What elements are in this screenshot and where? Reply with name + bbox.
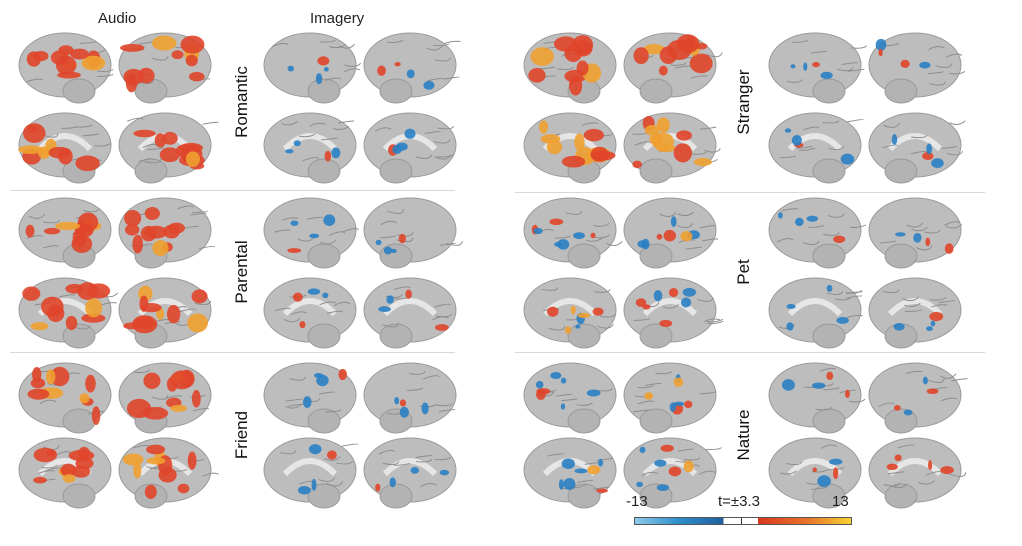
medial-brain-view xyxy=(363,277,457,349)
row-divider xyxy=(10,352,455,353)
lateral-brain-view xyxy=(523,32,617,104)
medial-brain-view xyxy=(118,112,219,184)
row-divider xyxy=(515,352,985,353)
lateral-brain-view xyxy=(363,362,457,434)
medial-brain-view xyxy=(263,277,357,349)
lateral-brain-view xyxy=(868,197,963,269)
lateral-brain-view xyxy=(768,32,868,104)
lateral-brain-view xyxy=(768,197,866,269)
medial-brain-view xyxy=(363,112,457,184)
lateral-brain-view xyxy=(263,197,359,269)
row-divider xyxy=(515,192,985,193)
medial-brain-view xyxy=(363,437,457,509)
lateral-brain-view xyxy=(118,362,212,434)
medial-brain-view xyxy=(623,277,724,349)
lateral-brain-view xyxy=(623,197,719,269)
lateral-brain-view xyxy=(118,32,212,104)
lateral-brain-view xyxy=(523,362,617,434)
medial-brain-view xyxy=(623,437,722,509)
medial-brain-view xyxy=(523,437,617,509)
lateral-brain-view xyxy=(18,197,112,269)
medial-brain-view xyxy=(868,277,962,349)
lateral-brain-view xyxy=(523,197,623,269)
header-audio: Audio xyxy=(98,10,137,27)
colorbar-max: 13 xyxy=(832,493,849,510)
medial-brain-view xyxy=(118,277,212,349)
lateral-brain-view xyxy=(868,32,966,104)
medial-brain-view xyxy=(263,112,357,184)
medial-brain-view xyxy=(623,112,721,184)
lateral-brain-view xyxy=(118,197,216,269)
medial-brain-view xyxy=(768,437,862,509)
lateral-brain-view xyxy=(363,197,463,269)
lateral-brain-view xyxy=(868,362,968,434)
medial-brain-view xyxy=(868,112,966,184)
colorbar-threshold: t=±3.3 xyxy=(718,493,761,510)
medial-brain-view xyxy=(18,112,112,184)
lateral-brain-view xyxy=(18,362,112,434)
header-imagery: Imagery xyxy=(310,10,365,27)
medial-brain-view xyxy=(263,437,359,509)
colorbar-min: -13 xyxy=(626,493,648,510)
lateral-brain-view xyxy=(263,362,357,434)
lateral-brain-view xyxy=(18,32,114,104)
row-divider xyxy=(10,190,455,191)
medial-brain-view xyxy=(768,112,864,184)
medial-brain-view xyxy=(523,112,617,184)
medial-brain-view xyxy=(768,277,863,349)
lateral-brain-view xyxy=(363,32,461,104)
medial-brain-view xyxy=(18,437,112,509)
lateral-brain-view xyxy=(623,362,717,434)
medial-brain-view xyxy=(523,277,617,349)
lateral-brain-view xyxy=(263,32,362,104)
medial-brain-view xyxy=(868,437,967,509)
lateral-brain-view xyxy=(768,362,866,434)
lateral-brain-view xyxy=(623,32,723,104)
colorbar xyxy=(634,517,852,525)
medial-brain-view xyxy=(18,277,119,349)
medial-brain-view xyxy=(118,437,219,509)
